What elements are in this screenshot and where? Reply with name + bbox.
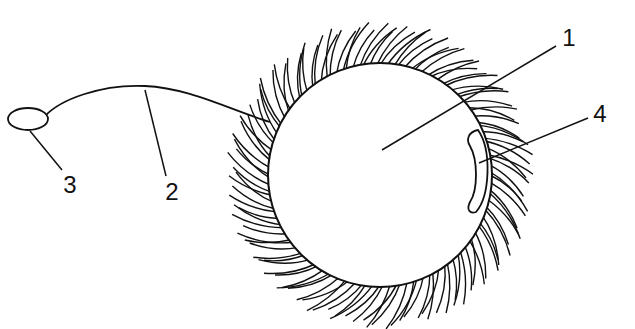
cilium xyxy=(445,75,498,86)
cilium xyxy=(328,284,363,310)
cilium xyxy=(469,107,517,110)
cilium xyxy=(253,253,302,259)
leader-line xyxy=(145,90,166,176)
callout-number: 1 xyxy=(562,26,575,50)
leader-line xyxy=(479,118,588,163)
cilium xyxy=(250,243,298,249)
cilium xyxy=(335,284,366,316)
cilium xyxy=(484,138,533,155)
cilium xyxy=(490,172,528,212)
cilium xyxy=(488,155,533,175)
cilium xyxy=(460,251,466,305)
cilium xyxy=(485,209,511,256)
cilium xyxy=(236,149,270,175)
cilium xyxy=(264,264,315,274)
cilium xyxy=(397,39,432,67)
cilium xyxy=(245,240,291,243)
inner-body xyxy=(468,130,487,213)
leader-line xyxy=(30,131,62,170)
callout-number: 3 xyxy=(63,173,76,197)
terminal-knob xyxy=(8,108,48,130)
cell-body xyxy=(268,63,492,287)
cilium xyxy=(274,64,291,110)
cilium xyxy=(446,262,450,313)
cilium xyxy=(490,165,524,197)
callout-number: 2 xyxy=(165,180,178,204)
cilia xyxy=(228,22,533,329)
cilium xyxy=(297,277,340,300)
flagellum xyxy=(45,86,270,122)
cilium xyxy=(372,283,401,325)
cilium xyxy=(229,176,272,196)
callout-number: 4 xyxy=(593,102,606,126)
cilium xyxy=(370,32,393,66)
cilium xyxy=(303,48,308,92)
cilium xyxy=(453,258,457,301)
cilium xyxy=(360,23,389,67)
cilium xyxy=(428,272,434,320)
cilium xyxy=(346,27,360,70)
cilium xyxy=(287,58,295,105)
cilium xyxy=(463,101,512,106)
leader-lines xyxy=(30,46,588,176)
cilium xyxy=(458,91,509,97)
cilium xyxy=(233,167,271,192)
leader-line xyxy=(382,46,556,150)
cilium xyxy=(228,152,271,185)
